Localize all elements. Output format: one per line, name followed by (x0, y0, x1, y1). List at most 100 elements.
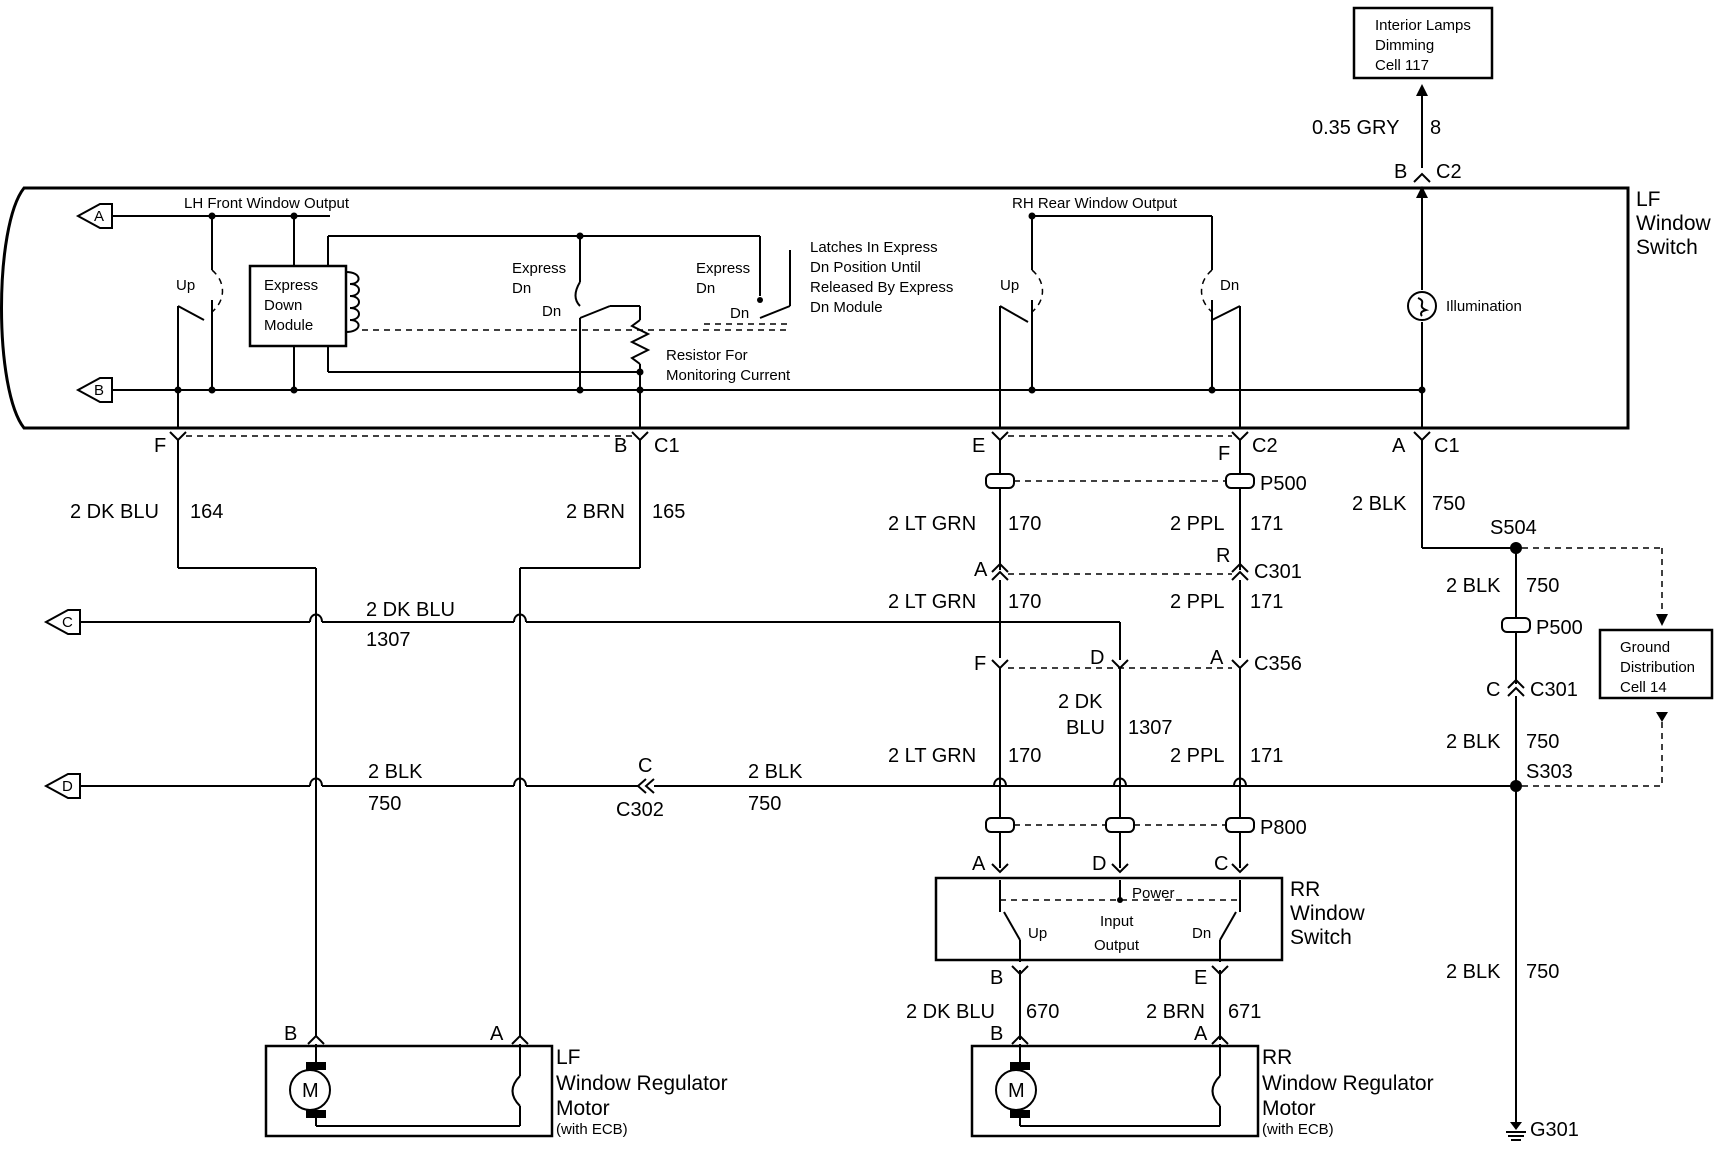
circuit-171-2: 171 (1250, 591, 1283, 613)
pin-c-c302: C (638, 755, 652, 777)
gry-wire: 0.35 GRY 8 B C2 (1312, 84, 1462, 183)
circuit-750-1: 750 (1432, 493, 1465, 515)
circuit-8: 8 (1430, 117, 1441, 139)
pin-a-c1: A (1392, 435, 1406, 457)
rr-dn-label: Dn (1192, 925, 1211, 942)
lf-motor-label-2: Window Regulator (556, 1072, 728, 1095)
interior-lamps-dimming-box: Interior Lamps Dimming Cell 117 (1352, 6, 1494, 80)
connector-p800: P800 (1260, 817, 1307, 839)
lf-up-label: Up (176, 277, 195, 294)
arrow-down-icon-2 (1656, 712, 1668, 722)
rr-motor-label-3: Motor (1262, 1097, 1316, 1120)
connector-p500-ground: P500 (1536, 617, 1583, 639)
pin-a-c301: A (974, 559, 988, 581)
wire-color-lt-grn-3: 2 LT GRN (888, 745, 976, 767)
express-module-line3: Module (264, 317, 313, 334)
connector-c301-ground: C301 (1530, 679, 1578, 701)
pin-e-c2: E (972, 435, 985, 457)
ground-dist-line2: Distribution (1620, 659, 1695, 676)
interior-lamps-line2: Dimming (1375, 37, 1434, 54)
pin-c-p800: C (1214, 853, 1228, 875)
wire-color-dk-blu-split-1: 2 DK (1058, 691, 1103, 713)
p500-splice-icon (985, 473, 1015, 489)
express-dn1-line2: Dn (512, 280, 531, 297)
rh-rear-output-switches: RH Rear Window Output Up Dn (999, 195, 1241, 428)
lf-motor-label-4: (with ECB) (556, 1121, 628, 1138)
lf-switch-label-1: LF (1636, 188, 1661, 211)
pin-b-c1: B (614, 435, 627, 457)
wire-color-lt-grn-2: 2 LT GRN (888, 591, 976, 613)
relay-coil-icon (345, 271, 360, 333)
rh-rear-window-output-label: RH Rear Window Output (1012, 195, 1178, 212)
circuit-750-4: 750 (1526, 961, 1559, 983)
pin-f-c356: F (974, 653, 986, 675)
wire-color-ppl-2: 2 PPL (1170, 591, 1224, 613)
connector-c1-right: C1 (1434, 435, 1460, 457)
latches-note-line2: Dn Position Until (810, 259, 921, 276)
wire-color-blk-mid: 2 BLK (748, 761, 803, 783)
offpage-c-label: C (62, 614, 73, 631)
rr-motor-label-4: (with ECB) (1262, 1121, 1334, 1138)
arrow-up-icon (1416, 84, 1428, 96)
arrow-down-icon (1656, 614, 1668, 626)
rr-switch-label-3: Switch (1290, 926, 1352, 949)
offpage-connector-b: B (75, 377, 113, 403)
rr-motor-label-2: Window Regulator (1262, 1072, 1434, 1095)
express-dn-switch-1: Express Dn Dn Resistor For Monitoring Cu… (512, 232, 791, 428)
p800-splice-icon (985, 817, 1015, 833)
circuit-171: P500 2 PPL 171 R C301 2 PPL 171 A C356 2… (1008, 440, 1307, 875)
connector-c302: C302 (616, 799, 664, 821)
wire-color-blk-2: 2 BLK (1446, 575, 1501, 597)
circuit-750-3: 750 (1526, 731, 1559, 753)
express-module-line2: Down (264, 297, 302, 314)
rr-ecb-icon (1211, 1075, 1221, 1107)
resistor-note-line1: Resistor For (666, 347, 748, 364)
pin-r-c301: R (1216, 545, 1230, 567)
resistor-note-line2: Monitoring Current (666, 367, 791, 384)
circuit-170-2: 170 (1008, 591, 1041, 613)
rr-motor-label-1: RR (1262, 1046, 1292, 1069)
rr-window-regulator-motor: B A M RR Window Regulator Motor (with EC… (970, 1023, 1434, 1138)
offpage-a-label: A (94, 208, 104, 225)
illumination-label: Illumination (1446, 298, 1522, 315)
express-dn2-dn-label: Dn (730, 305, 749, 322)
pin-e-rr-switch: E (1194, 967, 1207, 989)
circuit-170-1: 170 (1008, 513, 1041, 535)
p800-splice-icon-3 (1225, 817, 1255, 833)
splice-s303: S303 (1526, 761, 1573, 783)
circuit-671: 671 (1228, 1001, 1261, 1023)
express-dn-switch-2: Express Dn Dn Latches In Express Dn Posi… (696, 236, 953, 325)
connector-c2-bottom: C2 (1252, 435, 1278, 457)
express-dn2-line1: Express (696, 260, 750, 277)
circuit-164-165: 2 DK BLU 164 2 BRN 165 (70, 440, 685, 1036)
circuit-164: 164 (190, 501, 223, 523)
offpage-b-label: B (94, 382, 104, 399)
lf-ecb-icon (511, 1075, 521, 1107)
lf-motor-label-1: LF (556, 1046, 581, 1069)
circuit-1307-drop-label: 1307 (1128, 717, 1173, 739)
rr-motor-m: M (1008, 1080, 1025, 1102)
rr-switch-label-2: Window (1290, 902, 1366, 925)
wire-color-brn-165: 2 BRN (566, 501, 625, 523)
rh-dn-label: Dn (1220, 277, 1239, 294)
illumination-lamp: Illumination (1407, 186, 1522, 428)
wire-color-blk-left: 2 BLK (368, 761, 423, 783)
latches-note-line4: Dn Module (810, 299, 883, 316)
lf-window-switch-box: LF Window Switch (0, 186, 1712, 430)
lamp-bulb-icon (1407, 291, 1437, 321)
pin-d-c356: D (1090, 647, 1104, 669)
connector-c1-left: C1 (654, 435, 680, 457)
ground-g301: G301 (1530, 1119, 1579, 1141)
ground-dist-line3: Cell 14 (1620, 679, 1667, 696)
lf-switch-internal-wiring: Up (112, 212, 1420, 428)
wire-color-dk-blu-670: 2 DK BLU (906, 1001, 995, 1023)
circuit-1307: C 2 DK BLU 1307 (43, 599, 1121, 660)
wire-color-blk-3: 2 BLK (1446, 731, 1501, 753)
wire-color-ppl-3: 2 PPL (1170, 745, 1224, 767)
wire-color-blk-1: 2 BLK (1352, 493, 1407, 515)
interior-lamps-line3: Cell 117 (1375, 57, 1429, 74)
circuit-750-mid: 750 (748, 793, 781, 815)
rr-output-label: Output (1094, 937, 1140, 954)
offpage-d-label: D (62, 778, 73, 795)
express-dn1-line1: Express (512, 260, 566, 277)
